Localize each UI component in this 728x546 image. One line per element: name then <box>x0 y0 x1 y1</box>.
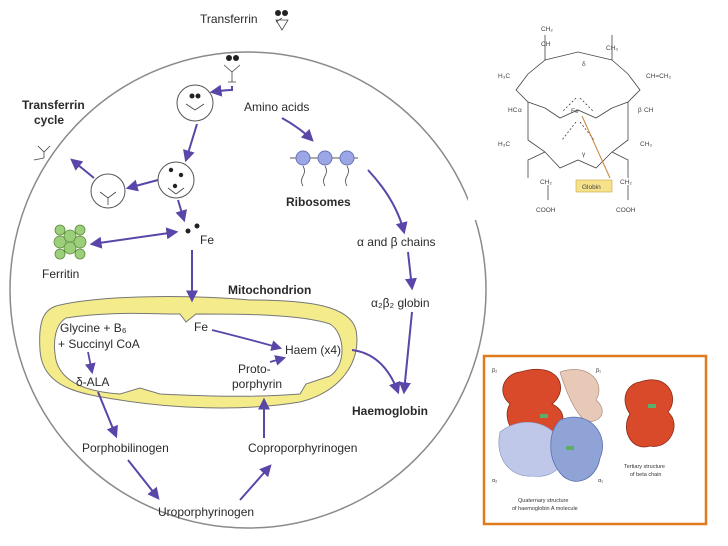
struct-fe: Fe <box>571 108 579 115</box>
struct-ch2-left: CH₂ <box>540 179 552 186</box>
beta1-label: β₁ <box>596 368 601 374</box>
succinyl-coa-label: + Succinyl CoA <box>58 337 140 351</box>
struct-h3c-top: H₃C <box>498 73 510 80</box>
globin-tag <box>575 179 613 193</box>
mitochondrion-inner <box>53 312 343 397</box>
tertiary-caption: Tertiary structure <box>624 464 665 470</box>
struct-cooh-left: COOH <box>536 207 556 214</box>
struct-gamma: γ <box>582 151 586 158</box>
glycine-label: Glycine + B₆ <box>60 321 127 335</box>
tertiary-caption-2: of beta chain <box>630 472 662 478</box>
transferrin-label: Transferrin <box>200 12 258 26</box>
mito-fe-label: Fe <box>194 320 208 334</box>
struct-delta: δ <box>582 61 586 68</box>
haemoglobin-label: Haemoglobin <box>352 404 428 418</box>
iron-atom-icon <box>194 223 200 229</box>
arrow-porphobilinogen-uroporphyrinogen <box>127 459 160 500</box>
arrow-fe-ferritin <box>89 227 179 249</box>
arrow-aminoacids-ribosomes <box>281 117 314 142</box>
struct-alpha: α <box>518 107 522 114</box>
globin-label: α₂β₂ globin <box>371 296 430 310</box>
pathway-arrows <box>70 84 417 501</box>
transferrin-receptor-icon <box>223 64 241 83</box>
alpha1-chain <box>550 416 603 482</box>
arrow-receptor-endosome <box>209 84 233 97</box>
haem-label: Haem (x4) <box>285 343 341 357</box>
tertiary-beta-chain <box>624 379 675 448</box>
transferrin-cycle-label-2: cycle <box>34 113 64 127</box>
ferritin-icon <box>53 224 87 260</box>
struct-h3c-bottom: H₃C <box>498 141 510 148</box>
alpha1-label: α₁ <box>598 478 603 484</box>
transferrin-receptor-icon <box>275 17 289 31</box>
arrow-ribosomes-chains <box>367 169 408 235</box>
endosome-icon <box>176 84 214 122</box>
arrow-protoporphyrin-haem <box>269 355 287 366</box>
coproporphyrinogen-label: Coproporphyrinogen <box>248 441 357 455</box>
endosome-icon <box>157 161 195 199</box>
quaternary-caption: Quaternary structure <box>518 498 568 504</box>
arrow-glycine-ala <box>85 351 96 375</box>
arrow-fe-haem <box>211 329 283 351</box>
struct-hc: HC <box>508 107 518 114</box>
arrow-endosome-fe <box>175 199 187 223</box>
arrow-endosome-endosome <box>183 123 198 163</box>
ribosome-icon <box>290 150 358 187</box>
struct-globin: Globin <box>582 184 601 191</box>
struct-cooh-right: COOH <box>616 207 636 214</box>
ferritin-label: Ferritin <box>42 267 79 281</box>
struct-beta: β <box>638 107 642 114</box>
mitochondrion-label: Mitochondrion <box>228 283 311 297</box>
porphobilinogen-label: Porphobilinogen <box>82 441 169 455</box>
struct-ch-top: CH <box>541 41 551 48</box>
alpha2-label: α₂ <box>492 478 497 484</box>
beta1-chain <box>559 369 603 422</box>
struct-ch2-right: CH₂ <box>620 179 632 186</box>
haemoglobin-structure-panel: β₂ β₁ α₂ α₁ Quaternary structure of haem… <box>482 354 708 526</box>
arrow-recycle-membrane <box>70 158 95 179</box>
alpha-beta-chains-label: α and β chains <box>357 235 436 249</box>
beta2-label: β₂ <box>492 368 497 374</box>
arrow-chains-globin <box>404 251 417 291</box>
endosome-icon <box>90 173 126 209</box>
uroporphyrinogen-label: Uroporphyrinogen <box>158 505 254 519</box>
struct-ch2-top: CH₂ <box>541 26 553 33</box>
struct-vinyl: CH=CH₂ <box>646 73 672 80</box>
arrow-ala-porphobilinogen <box>97 391 118 439</box>
ribosomes-label: Ribosomes <box>286 195 351 209</box>
arrow-uroporphyrinogen-coproporphyrinogen <box>239 464 272 501</box>
iron-atom-icon <box>226 55 239 61</box>
arrow-endosome-recycle <box>125 179 159 192</box>
amino-acids-label: Amino acids <box>244 100 309 114</box>
cell-membrane <box>9 51 487 529</box>
struct-ch3-bottom: CH₃ <box>640 141 652 148</box>
arrow-globin-haemoglobin <box>398 311 413 395</box>
arrow-haem-haemoglobin <box>351 349 401 395</box>
struct-ch3-top: CH₃ <box>606 45 618 52</box>
protoporphyrin-label-2: porphyrin <box>232 377 282 391</box>
haem-structure: CH₂ CH CH₃ H₃C CH=CH₂ HC α β CH Fe δ γ H… <box>468 6 724 220</box>
iron-atom-icon <box>275 10 288 16</box>
fe-label: Fe <box>200 233 214 247</box>
struct-ch: CH <box>644 107 654 114</box>
protoporphyrin-label: Proto- <box>238 362 271 376</box>
transferrin-cycle-label: Transferrin <box>22 98 85 112</box>
transferrin-receptor-icon <box>33 145 51 161</box>
ala-label: δ-ALA <box>76 375 109 389</box>
quaternary-caption-2: of haemoglobin A molecule <box>512 506 578 512</box>
iron-atom-icon <box>185 228 191 234</box>
